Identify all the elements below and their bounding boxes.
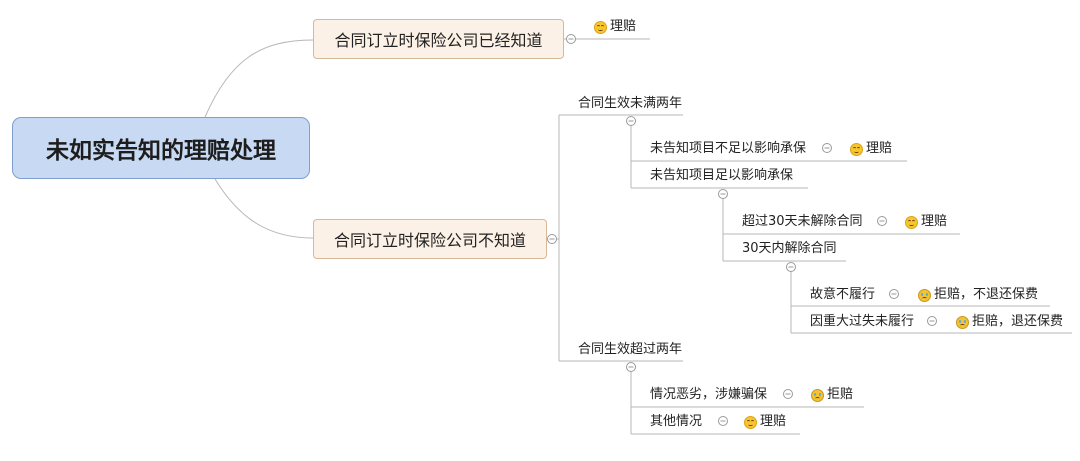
link-root-unknown bbox=[214, 178, 314, 239]
topic-not-affecting[interactable]: 未告知项目不足以影响承保 bbox=[650, 141, 807, 156]
topic-gross-negligence[interactable]: 因重大过失未履行 bbox=[810, 314, 915, 329]
root-topic[interactable]: 未如实告知的理赔处理 bbox=[12, 117, 310, 179]
outcome-known: 理赔 bbox=[594, 19, 636, 35]
sad-face-icon bbox=[918, 288, 931, 302]
outcome-intentional: 拒赔，不退还保费 bbox=[918, 287, 1038, 303]
outcome-fraud: 拒赔 bbox=[811, 387, 853, 403]
topic-other[interactable]: 其他情况 bbox=[650, 414, 703, 429]
outcome-over-30-days: 理赔 bbox=[905, 214, 947, 230]
smile-face-icon bbox=[905, 215, 918, 229]
outcome-intentional-label: 拒赔，不退还保费 bbox=[934, 287, 1039, 302]
topic-affecting[interactable]: 未告知项目足以影响承保 bbox=[650, 168, 794, 183]
smile-face-icon bbox=[594, 20, 607, 34]
link-root-known bbox=[204, 39, 314, 118]
outcome-gross-negligence-label: 拒赔，退还保费 bbox=[972, 314, 1064, 329]
outcome-over-30-days-label: 理赔 bbox=[921, 214, 948, 229]
outcome-other-label: 理赔 bbox=[760, 414, 787, 429]
outcome-fraud-label: 拒赔 bbox=[827, 387, 854, 402]
topic-over-30-days[interactable]: 超过30天未解除合同 bbox=[742, 214, 863, 229]
topic-under-two-years[interactable]: 合同生效未满两年 bbox=[578, 96, 683, 111]
topic-fraud[interactable]: 情况恶劣，涉嫌骗保 bbox=[650, 387, 768, 402]
outcome-known-label: 理赔 bbox=[610, 19, 637, 34]
topic-known[interactable]: 合同订立时保险公司已经知道 bbox=[313, 19, 564, 59]
smile-face-icon bbox=[744, 415, 757, 429]
sad-face-icon bbox=[811, 388, 824, 402]
outcome-not-affecting-label: 理赔 bbox=[866, 141, 893, 156]
topic-unknown[interactable]: 合同订立时保险公司不知道 bbox=[313, 219, 547, 259]
topic-within-30-days[interactable]: 30天内解除合同 bbox=[742, 241, 837, 256]
outcome-gross-negligence: 拒赔，退还保费 bbox=[956, 314, 1063, 330]
outcome-other: 理赔 bbox=[744, 414, 786, 430]
topic-over-two-years[interactable]: 合同生效超过两年 bbox=[578, 342, 683, 357]
topic-intentional[interactable]: 故意不履行 bbox=[810, 287, 876, 302]
outcome-not-affecting: 理赔 bbox=[850, 141, 892, 157]
sad-face-icon bbox=[956, 315, 969, 329]
smile-face-icon bbox=[850, 142, 863, 156]
